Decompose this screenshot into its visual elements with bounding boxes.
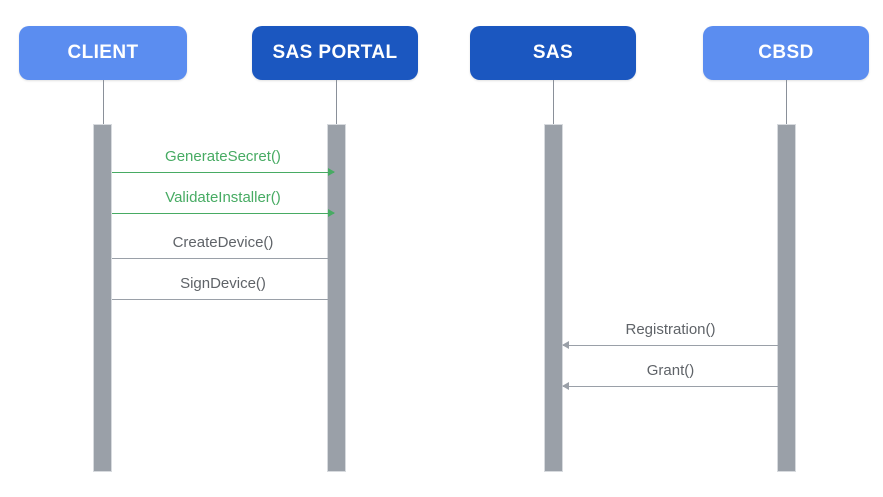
activation-bar-sas bbox=[544, 124, 563, 472]
arrowhead-left-icon bbox=[562, 382, 569, 391]
message-label: GenerateSecret() bbox=[165, 148, 281, 165]
message-label: CreateDevice() bbox=[172, 234, 274, 251]
arrowhead-right-icon bbox=[328, 254, 335, 263]
message-line bbox=[112, 299, 334, 301]
lifeline-client bbox=[103, 80, 104, 126]
activation-bar-cbsd bbox=[777, 124, 796, 472]
participant-box-sas-portal[interactable]: SAS PORTAL bbox=[252, 26, 418, 80]
activation-bar-client bbox=[93, 124, 112, 472]
lifeline-sas bbox=[553, 80, 554, 126]
message-label: SignDevice() bbox=[180, 275, 266, 292]
message-line bbox=[112, 213, 334, 215]
message-line bbox=[112, 172, 334, 174]
participant-label-client: CLIENT bbox=[67, 42, 139, 63]
message-line bbox=[112, 258, 334, 260]
message-label: ValidateInstaller() bbox=[165, 189, 281, 206]
arrowhead-left-icon bbox=[562, 341, 569, 350]
participant-box-cbsd[interactable]: CBSD bbox=[703, 26, 869, 80]
participant-box-client[interactable]: CLIENT bbox=[19, 26, 187, 80]
lifeline-sas-portal bbox=[336, 80, 337, 126]
message-label: Registration() bbox=[625, 321, 716, 338]
participant-label-sas: SAS bbox=[532, 42, 574, 63]
arrowhead-right-icon bbox=[328, 168, 335, 177]
arrowhead-right-icon bbox=[328, 209, 335, 218]
participant-box-sas[interactable]: SAS bbox=[470, 26, 636, 80]
arrowhead-right-icon bbox=[328, 295, 335, 304]
message-label: Grant() bbox=[646, 362, 695, 379]
message-line bbox=[563, 386, 778, 388]
participant-label-sas-portal: SAS PORTAL bbox=[272, 42, 398, 63]
lifeline-cbsd bbox=[786, 80, 787, 126]
message-line bbox=[563, 345, 778, 347]
participant-label-cbsd: CBSD bbox=[758, 42, 814, 63]
